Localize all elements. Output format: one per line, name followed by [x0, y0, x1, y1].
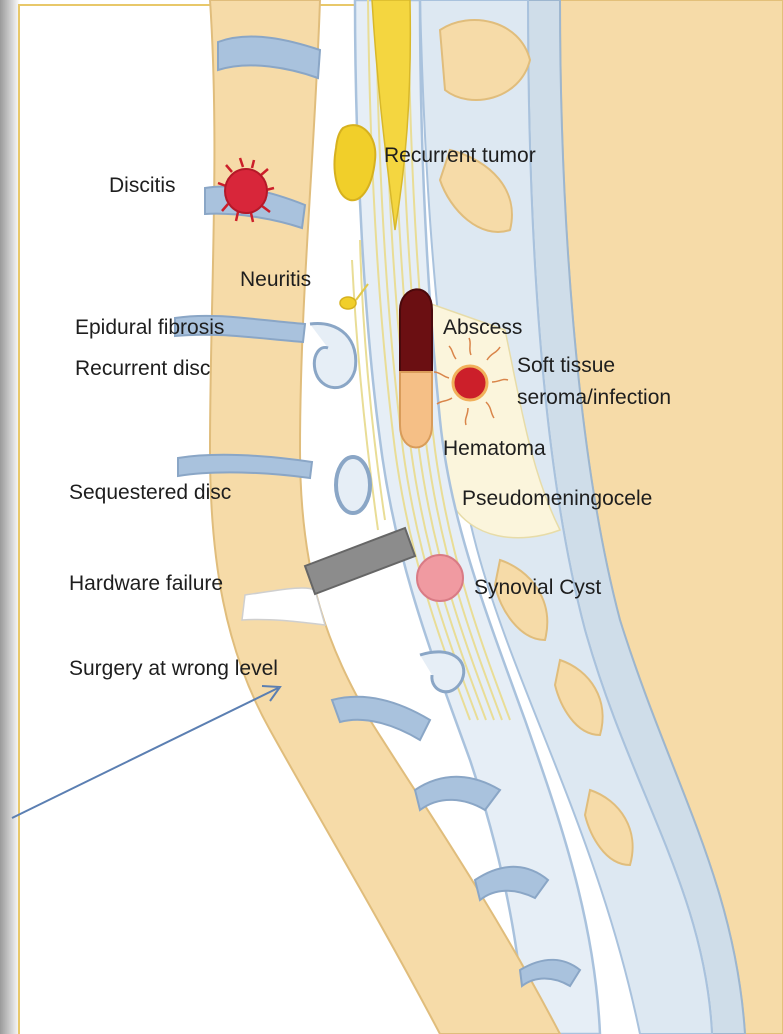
abscess — [400, 289, 432, 372]
lower-disc-hook — [420, 652, 464, 692]
label-hardware-failure: Hardware failure — [69, 572, 223, 596]
label-recurrent-disc: Recurrent disc — [75, 357, 210, 381]
hematoma — [400, 372, 432, 448]
hardware-rod — [305, 528, 415, 594]
label-pseudomeningocele: Pseudomeningocele — [462, 487, 652, 511]
synovial-cyst — [417, 555, 463, 601]
recurrent-disc-hook — [310, 323, 356, 387]
label-synovial-cyst: Synovial Cyst — [474, 576, 601, 600]
label-recurrent-tumor: Recurrent tumor — [384, 144, 536, 168]
annotation-arrow — [12, 688, 278, 818]
surgery-gap — [242, 588, 325, 625]
neuritis-nodule — [340, 297, 356, 309]
label-seroma-infection: seroma/infection — [517, 386, 671, 410]
label-epidural-fibrosis: Epidural fibrosis — [75, 316, 224, 340]
label-surgery-wrong-level: Surgery at wrong level — [69, 657, 278, 681]
label-abscess: Abscess — [443, 316, 522, 340]
label-discitis: Discitis — [109, 174, 176, 198]
label-hematoma: Hematoma — [443, 437, 546, 461]
label-sequestered-disc: Sequestered disc — [69, 481, 231, 505]
sequestered-disc — [336, 457, 370, 513]
label-soft-tissue: Soft tissue — [517, 354, 615, 378]
label-neuritis: Neuritis — [240, 268, 311, 292]
